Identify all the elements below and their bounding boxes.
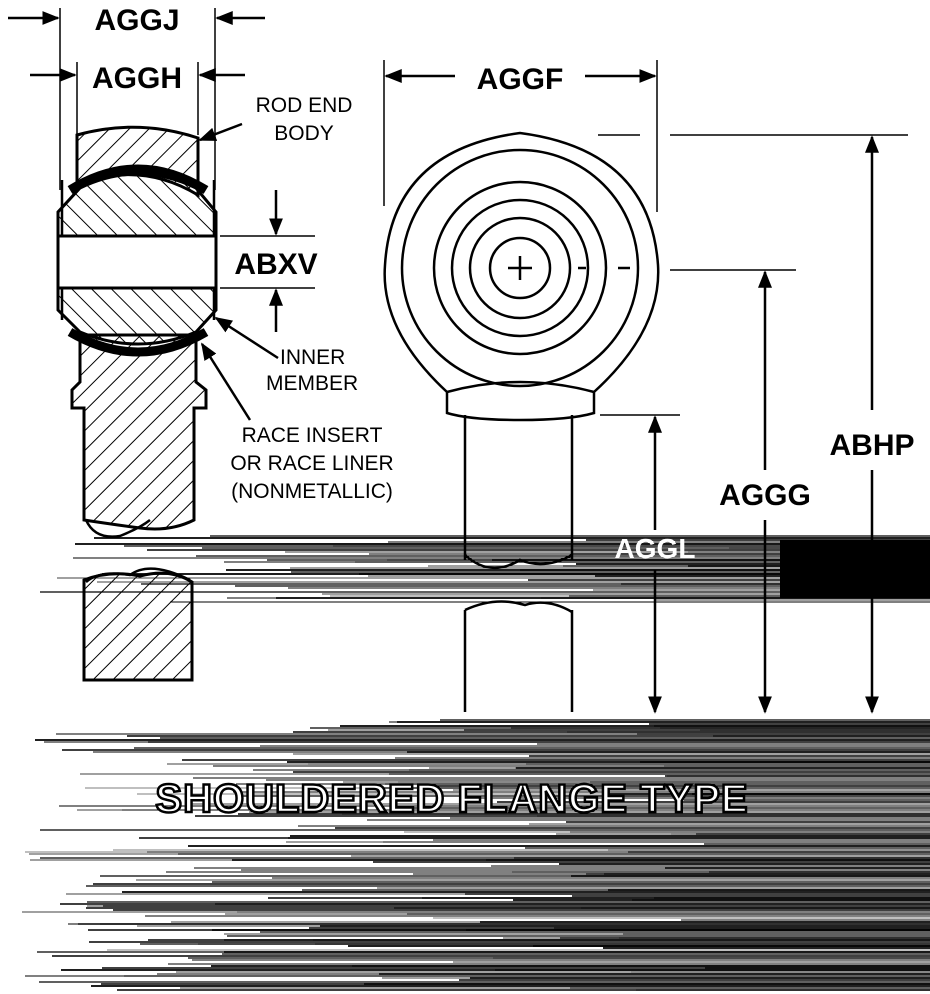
front-view	[383, 131, 660, 712]
ball-inner-circle	[468, 216, 572, 320]
leader-rod-end-body	[198, 122, 243, 142]
race-liner-upper	[67, 164, 209, 194]
shank-lower-section	[82, 571, 194, 682]
callout-rod-end-body-line1: ROD END	[256, 94, 353, 117]
callout-race-insert-line3: (NONMETALLIC)	[231, 480, 393, 503]
inner-member-lower-section	[56, 286, 218, 346]
label-abhp: ABHP	[829, 429, 914, 462]
callout-rod-end-body-line2: BODY	[274, 122, 334, 145]
caption: SHOULDERED FLANGE TYPE	[155, 777, 748, 821]
dim-aggj	[8, 8, 265, 190]
shank-section	[70, 333, 208, 531]
dim-aggf	[383, 60, 658, 212]
dim-aggh	[30, 62, 245, 135]
race-outer-circle	[400, 148, 640, 388]
label-aggl: AGGL	[615, 533, 696, 564]
ball-circle	[450, 198, 590, 338]
label-aggg: AGGG	[719, 479, 811, 512]
label-abxv: ABXV	[234, 248, 317, 281]
race-liner-lower	[67, 328, 209, 357]
section-view	[56, 125, 218, 682]
shank-break-bottom	[464, 600, 573, 614]
callout-race-insert-line1: RACE INSERT	[242, 424, 383, 447]
streak-block	[780, 540, 930, 598]
callout-inner-member-line1: INNER	[280, 346, 345, 369]
label-aggh: AGGH	[92, 62, 182, 95]
callout-inner-member-line2: MEMBER	[266, 372, 358, 395]
leader-inner-member	[214, 316, 279, 360]
dim-abxv	[220, 190, 315, 332]
callout-race-insert-line2: OR RACE LINER	[230, 452, 393, 475]
leader-race-insert	[200, 342, 252, 421]
scan-streak-artifacts	[22, 535, 930, 991]
bore-circle	[488, 236, 552, 300]
bore	[56, 234, 218, 290]
race-circle	[432, 180, 608, 356]
rod-end-outline	[383, 131, 660, 422]
label-aggf: AGGF	[477, 63, 564, 96]
label-aggj: AGGJ	[94, 4, 179, 37]
break-line-top	[84, 519, 151, 538]
break-line-bottom	[85, 567, 191, 583]
shoulder-line	[446, 380, 595, 394]
